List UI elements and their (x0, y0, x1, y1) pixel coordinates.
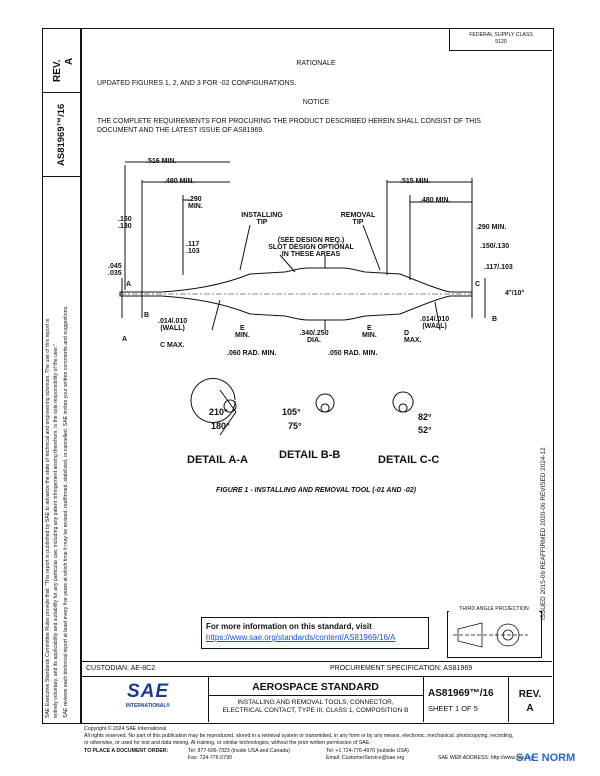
sae-logo: SAE INTERNATIONAL® (125, 681, 171, 709)
angle-75: 75° (288, 421, 302, 431)
dim-150-130: .150.130 (118, 216, 132, 230)
angle-82: 82° (418, 412, 432, 422)
label-a-bottom: A (122, 336, 128, 343)
detail-aa-shape (190, 378, 236, 423)
title-line-2: ELECTRICAL CONTACT, TYPE III, CLASS 1, C… (222, 707, 409, 714)
dim-480-right: .480 MIN. (420, 197, 451, 204)
title-block-v3 (508, 676, 509, 722)
sae-norm-watermark: SAE NORM (516, 752, 576, 764)
rationale-title: RATIONALE (296, 60, 336, 67)
title-rev-value: A (526, 703, 534, 714)
detail-cc-shape (392, 391, 414, 413)
angle-105: 105° (282, 407, 301, 417)
more-info-box (201, 617, 429, 649)
label-c-right: C (475, 281, 481, 288)
title-block-top (80, 661, 552, 662)
angle-4-10: 4°/10° (505, 290, 525, 297)
sidebar-divider-2 (42, 176, 81, 177)
rights-2: or otherwise, or used for text and data … (84, 740, 371, 746)
title-block-v1 (208, 676, 209, 722)
web-address: SAE WEB ADDRESS: http://www.sae.org (438, 755, 534, 761)
sidebar-divider-1 (42, 92, 81, 93)
figure-caption: FIGURE 1 - INSTALLING AND REMOVAL TOOL (… (216, 487, 416, 494)
dim-480-left: .480 MIN. (164, 178, 195, 185)
detail-bb-label: DETAIL B-B (279, 449, 341, 461)
sidebar-legal-text-1: SAE Executive Standards Committee Rules … (45, 318, 51, 718)
slot-design-note: (SEE DESIGN REQ.) SLOT DESIGN OPTIONAL I… (268, 237, 354, 258)
label-a-top: A (126, 281, 132, 288)
third-angle-symbol (453, 622, 528, 648)
more-info-link[interactable]: https://www.sae.org/standards/content/AS… (206, 633, 396, 642)
notice-text-1: THE COMPLETE REQUIREMENTS FOR PROCURING … (97, 118, 481, 125)
sidebar-rev-label: REV. (52, 59, 63, 82)
sidebar-frame (42, 28, 82, 724)
dim-515: .515 MIN. (400, 178, 431, 185)
header-divider (449, 28, 450, 50)
sheet-number: SHEET 1 OF 5 (428, 704, 478, 713)
sidebar-rev-value: A (64, 57, 75, 65)
fax: Fax: 724-776-0790 (188, 755, 232, 761)
aerospace-standard: AEROSPACE STANDARD (252, 681, 379, 693)
notice-title: NOTICE (302, 99, 330, 106)
dim-117-103: .117.103 (186, 241, 200, 255)
procurement-spec: PROCUREMENT SPECIFICATION: AS81969 (330, 665, 473, 672)
dim-290-right: .290 MIN. (476, 224, 507, 231)
rad-left: .060 RAD. MIN. (227, 350, 277, 357)
rights-1: All rights reserved. No part of this pub… (84, 733, 514, 739)
dim-045-035: .045.035 (108, 263, 122, 277)
main-frame (80, 28, 554, 724)
title-block-h-title (208, 695, 423, 696)
order-label: TO PLACE A DOCUMENT ORDER: (84, 748, 169, 754)
rationale-text: UPDATED FIGURES 1, 2, AND 3 FOR -02 CONF… (97, 80, 297, 87)
sidebar-legal-text-2: entirely voluntary, and its applicabilit… (53, 344, 59, 718)
dim-117-103-right: .117/.103 (484, 264, 513, 271)
rad-right: .050 RAD. MIN. (328, 350, 378, 357)
email: Email: CustomerService@sae.org (326, 755, 405, 761)
title-block-v2 (423, 676, 424, 722)
wall-right: .014/.010(WALL) (420, 316, 450, 330)
wall-left: .014/.010(WALL) (158, 318, 188, 332)
copyright: Copyright © 2024 SAE International (84, 726, 167, 732)
title-rev-label: REV. (518, 689, 542, 700)
detail-aa-label: DETAIL A-A (187, 454, 248, 466)
third-angle-label: THIRD ANGLE PROJECTION (449, 606, 539, 613)
title-line-1: INSTALLING AND REMOVAL TOOLS, CONNECTOR, (237, 699, 394, 706)
tel-2: Tel: +1 724-776-4970 (outside USA) (326, 748, 409, 754)
title-block-mid (80, 676, 552, 677)
detail-bb-shape (315, 393, 335, 413)
angle-210: 210° (209, 407, 228, 417)
federal-supply-class: FEDERAL SUPPLY CLASS 5120 (469, 32, 533, 45)
sidebar-doc-number: AS81969™/16 (56, 103, 67, 166)
label-b-top: B (144, 312, 150, 319)
angle-180: 180° (211, 421, 230, 431)
header-divider-bottom (449, 50, 552, 51)
dim-150-130-right: .150/.130 (480, 243, 510, 250)
custodian: CUSTODIAN: AE-8C2 (86, 665, 156, 672)
angle-52: 52° (418, 425, 432, 435)
tool-drawing (119, 161, 486, 436)
sidebar-legal-text-3: SAE reviews each technical report at lea… (63, 305, 69, 719)
detail-cc-label: DETAIL C-C (378, 454, 440, 466)
title-doc-number: AS81969™/16 (428, 688, 494, 699)
notice-text-2: DOCUMENT AND THE LATEST ISSUE OF AS81969… (97, 127, 265, 134)
tel-1: Tel: 877-606-7323 (inside USA and Canada… (188, 748, 290, 754)
label-b-right: B (492, 316, 498, 323)
more-info-text: For more information on this standard, v… (206, 622, 372, 631)
dim-516: .516 MIN. (146, 158, 177, 165)
c-max: C MAX. (160, 342, 185, 349)
